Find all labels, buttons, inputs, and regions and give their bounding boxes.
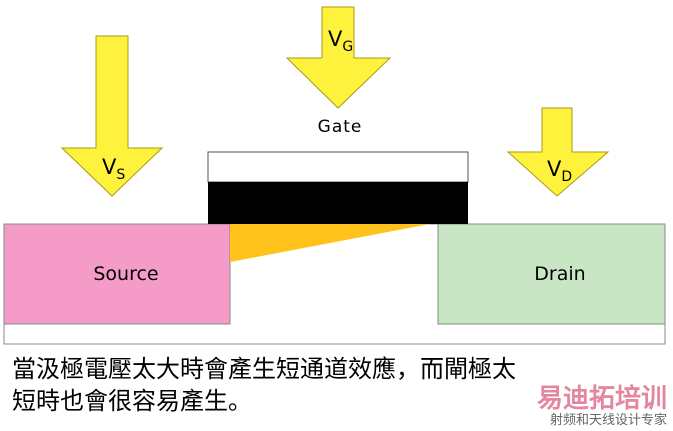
watermark-brand: 易迪拓培训 — [536, 384, 667, 414]
vs-arrow: VS — [60, 35, 164, 197]
vs-arrow-shape — [60, 35, 164, 197]
source-label: Source — [93, 263, 158, 285]
caption: 當汲極電壓太大時會產生短通道效應，而閘極太 短時也會很容易產生。 — [12, 353, 662, 417]
vd-arrow-label: VD — [547, 157, 572, 185]
caption-line-2: 短時也會很容易產生。 — [12, 387, 252, 415]
vg-arrow-label: VG — [328, 27, 353, 55]
vg-arrow: VG — [285, 6, 392, 109]
caption-line-1: 當汲極電壓太大時會產生短通道效應，而閘極太 — [12, 355, 516, 383]
drain-region — [437, 223, 666, 325]
watermark: 易迪拓培训 射频和天线设计专家 — [537, 385, 667, 429]
channel-depletion-wedge — [230, 224, 430, 262]
vd-arrow: VD — [506, 107, 610, 197]
gate-oxide — [208, 182, 468, 224]
watermark-subtitle: 射频和天线设计专家 — [549, 413, 667, 428]
vg-arrow-shape — [285, 6, 392, 109]
vs-arrow-label: VS — [102, 155, 125, 183]
drain-label: Drain — [534, 263, 585, 285]
vd-arrow-shape — [506, 107, 610, 197]
source-region — [3, 223, 231, 325]
gate-electrode — [207, 151, 469, 183]
gate-label: Gate — [318, 117, 363, 137]
